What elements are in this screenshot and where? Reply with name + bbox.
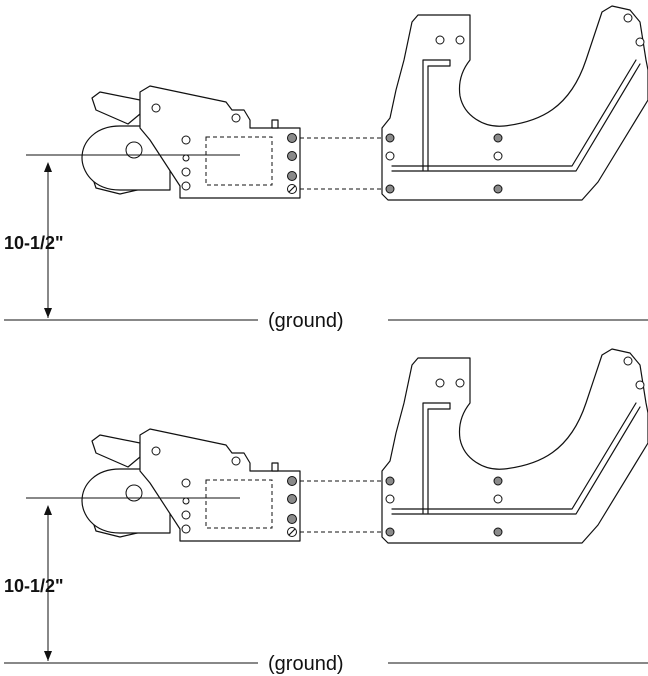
ground-label-top: (ground): [268, 310, 344, 332]
figure-bottom: 10-1/2" (ground): [3, 348, 648, 675]
hitch-assembly-bottom: [3, 348, 648, 664]
dimension-label-bottom: 10-1/2": [4, 576, 64, 596]
figure-top: 10-1/2" (ground): [3, 5, 648, 332]
dimension-label-top: 10-1/2": [4, 233, 64, 253]
ground-label-bottom: (ground): [268, 653, 344, 675]
hitch-assembly-top: [3, 5, 648, 321]
